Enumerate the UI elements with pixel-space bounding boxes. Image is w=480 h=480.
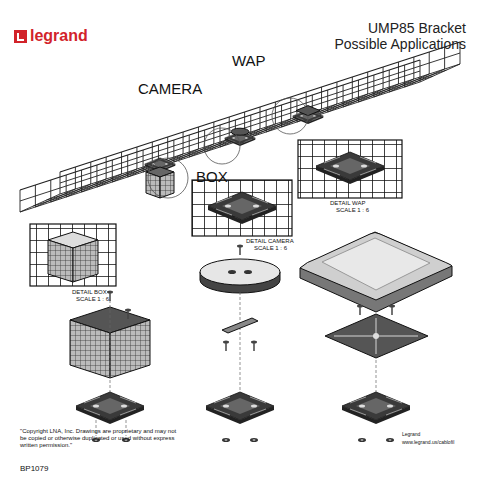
detail-camera: [192, 180, 292, 236]
camera-assembly: [200, 245, 280, 443]
copyright-note: "Copyright LNA, Inc. Drawings are propri…: [20, 428, 180, 449]
callout-circle: [148, 158, 188, 198]
logo-text: legrand: [30, 27, 88, 45]
callout-circle: [272, 98, 308, 134]
scale-label: SCALE 1 : 6: [76, 296, 109, 303]
scale-label: SCALE 1 : 6: [336, 207, 369, 214]
detail-label: DETAIL WAP: [330, 200, 365, 207]
address-line: www.legrand.us/cablofil: [402, 440, 454, 446]
detail-wap: [298, 140, 402, 198]
address-line: Legrand: [402, 432, 420, 438]
drawing-number: BP1079: [20, 464, 48, 473]
part-name: CAMERA: [138, 80, 202, 97]
detail-label: DETAIL BOX: [72, 289, 107, 296]
detail-box: [30, 224, 116, 286]
part-name: BOX: [196, 168, 228, 185]
title: UMP85 Bracket Possible Applications: [314, 20, 466, 52]
wap-assembly: [300, 232, 452, 442]
logo-mark: [14, 30, 27, 43]
part-name: WAP: [232, 52, 266, 69]
callout-circle: [204, 128, 240, 164]
box-assembly: [70, 291, 150, 443]
scale-label: SCALE 1 : 6: [254, 245, 287, 252]
detail-label: DETAIL CAMERA: [246, 238, 294, 245]
